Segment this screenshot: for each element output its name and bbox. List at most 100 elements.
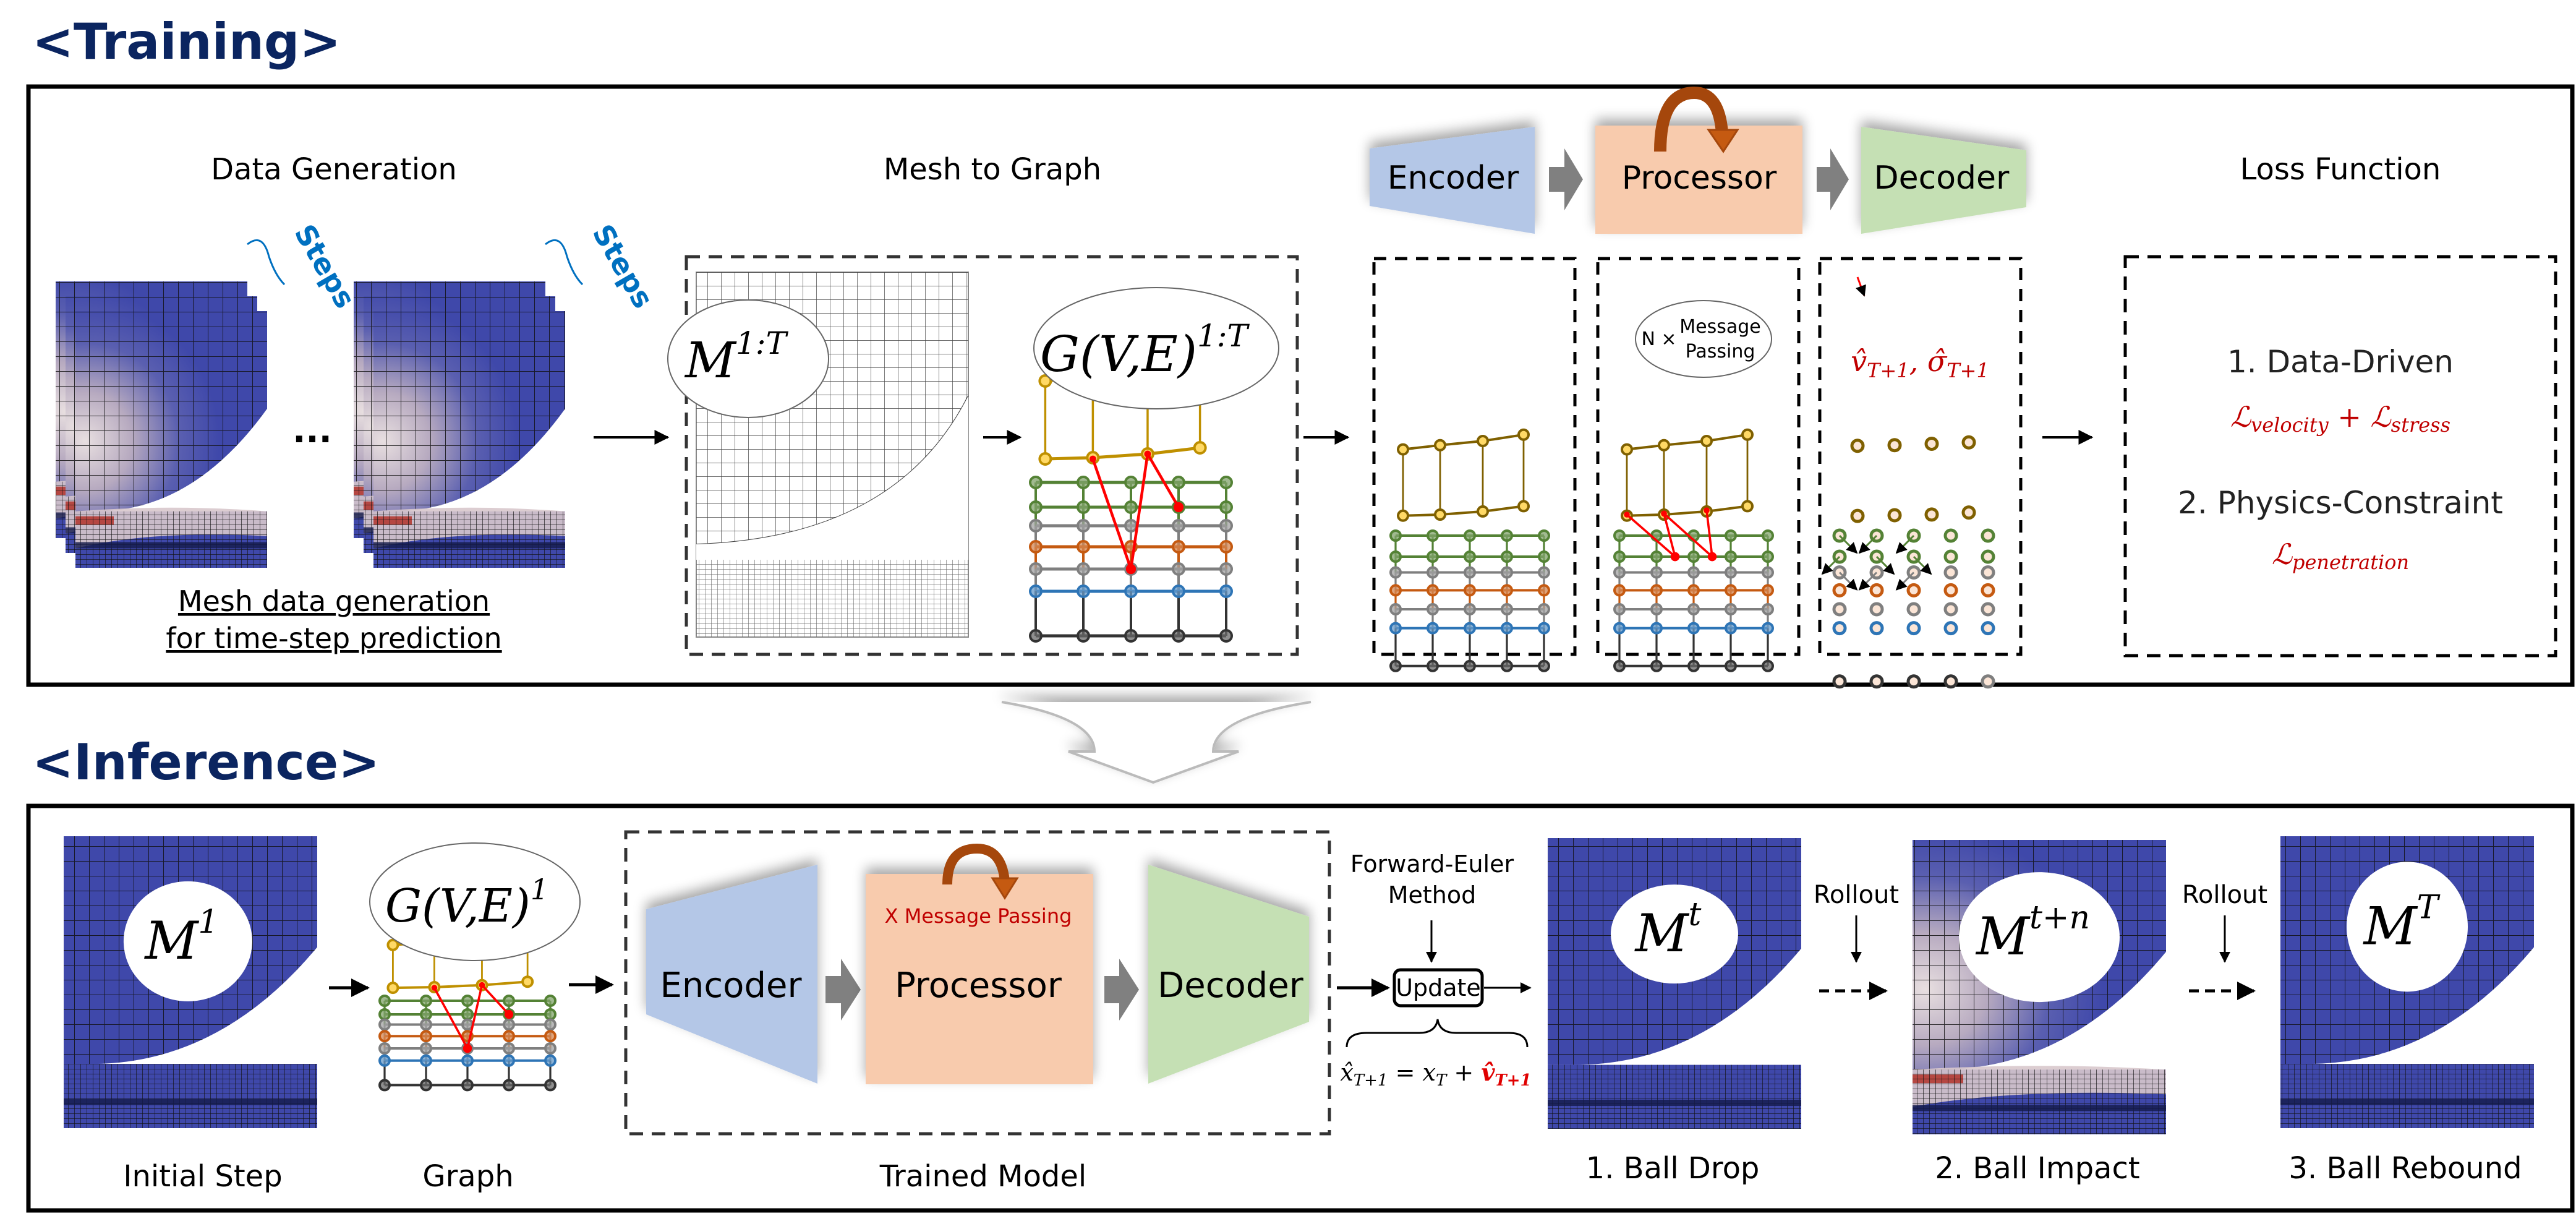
graph-node-fill (1078, 521, 1088, 531)
graph-node-fill (546, 1032, 555, 1040)
graph-node (1434, 508, 1446, 521)
graph-node (1434, 439, 1446, 452)
update-button-label[interactable]: Update (1396, 974, 1481, 1001)
graph-node-fill (1764, 624, 1772, 632)
graph-node-fill (1726, 586, 1735, 594)
decoder-node (1832, 583, 1847, 597)
graph-node-fill (1726, 552, 1735, 561)
graph-node-fill (505, 1044, 513, 1053)
graph-node-fill (1764, 531, 1772, 540)
graph-edge (1439, 440, 1483, 447)
mesh-to-graph-heading: Mesh to Graph (884, 152, 1101, 187)
encoder-block (1370, 127, 1535, 234)
inference-graph (378, 929, 557, 1092)
stage-label-ball-impact: 2. Ball Impact (1935, 1151, 2139, 1186)
initial-step-mesh: M1 (64, 836, 317, 1128)
flow-arrow (1104, 959, 1139, 1021)
graph-node-fill (463, 1056, 472, 1065)
contact-edge (1146, 453, 1180, 508)
graph-node-fill (422, 1056, 430, 1065)
velocity-arrow (1838, 534, 1858, 554)
graph-node-fill (1503, 662, 1511, 670)
ground-mesh-lines (75, 511, 267, 568)
stage-ball-drop: Mt (1548, 838, 1801, 1129)
graph-node (1477, 435, 1489, 447)
inference-encoder-block (646, 865, 817, 1084)
contact-arrowhead (1624, 512, 1630, 518)
steps-brace (247, 239, 286, 286)
graph-node-fill (1221, 477, 1231, 487)
graph-node-fill (1726, 624, 1735, 632)
data-generation-heading: Data Generation (211, 152, 457, 187)
decoder-node (1924, 437, 1939, 451)
update-button[interactable] (1392, 968, 1484, 1008)
ground-base-line (2280, 1098, 2534, 1105)
graph-node-fill (422, 1010, 430, 1019)
ground-base-line (373, 542, 565, 549)
graph-node (1397, 509, 1409, 522)
flow-arrow (1549, 148, 1583, 210)
loss-item1-formula: ℒvelocity + ℒstress (2230, 400, 2450, 437)
graph-node (1193, 441, 1207, 455)
graph-node-fill (1652, 605, 1661, 614)
decoder-node (1981, 674, 1995, 689)
steps-brace (545, 239, 584, 286)
message-passing-prefix: N × (1641, 328, 1676, 350)
mesh-label-bubble (1959, 872, 2120, 1003)
graph-node-fill (1428, 624, 1437, 632)
graph-node-fill (1221, 502, 1231, 512)
inference-decoder-block (1148, 865, 1309, 1084)
graph-node-fill (1615, 605, 1624, 614)
mesh-label: M1:T (684, 325, 789, 389)
graph-node-fill (1615, 552, 1624, 561)
training-title: <Training> (32, 13, 341, 71)
graph-node-fill (1428, 605, 1437, 614)
graph-node-fill (1726, 568, 1735, 576)
graph-node-fill (1652, 568, 1661, 576)
trained-model-box (624, 830, 1331, 1136)
ground-base-line (75, 542, 267, 549)
graph-node-fill (1391, 662, 1400, 670)
decoder-node (1981, 583, 1995, 597)
graph-node-fill (1078, 631, 1088, 641)
graph-node-fill (1689, 605, 1698, 614)
graph-node-fill (1652, 552, 1661, 561)
graph-node-fill (1031, 477, 1041, 487)
inference-processor-block (866, 874, 1093, 1084)
ground-mesh-lines (1548, 1064, 1801, 1129)
decoder-node (1850, 508, 1865, 523)
graph-node-fill (1391, 552, 1400, 561)
graph-node-fill (380, 1010, 389, 1019)
graph-node-fill (1221, 521, 1231, 531)
decoder-node (1961, 435, 1976, 450)
decoder-node (1869, 621, 1884, 636)
graph-edge (1706, 433, 1748, 442)
encoder-label: Encoder (1388, 160, 1519, 197)
graph-edge (1482, 433, 1524, 442)
inference-graph-label: G(V,E)1 (385, 873, 548, 933)
decoder-node (1832, 674, 1847, 689)
graph-node-fill (1540, 568, 1548, 576)
velocity-arrow (1821, 555, 1841, 575)
graph-node-fill (1428, 568, 1437, 576)
graph-node-fill (1540, 531, 1548, 540)
processor-block (1595, 126, 1802, 234)
processor-panel (1596, 257, 1801, 656)
graph-node-fill (1126, 521, 1136, 531)
graph-node-fill (1540, 605, 1548, 614)
stage-ball-rebound: MT (2280, 836, 2534, 1128)
encoder-panel (1372, 257, 1577, 656)
graph-node-fill (1391, 568, 1400, 576)
flow-arrow (825, 959, 861, 1021)
mesh-label: Mt+n (1975, 899, 2090, 967)
graph-node-fill (1615, 624, 1624, 632)
graph-node-fill (380, 1081, 389, 1089)
decoder-node (1961, 505, 1976, 520)
decoder-node (1924, 507, 1939, 522)
graph-node-fill (463, 1010, 472, 1019)
contact-edge (1129, 453, 1149, 570)
ball-mesh-lines (75, 311, 267, 512)
graph-node (1038, 452, 1052, 466)
decoder-node (1887, 438, 1902, 453)
graph-node-fill (1503, 605, 1511, 614)
